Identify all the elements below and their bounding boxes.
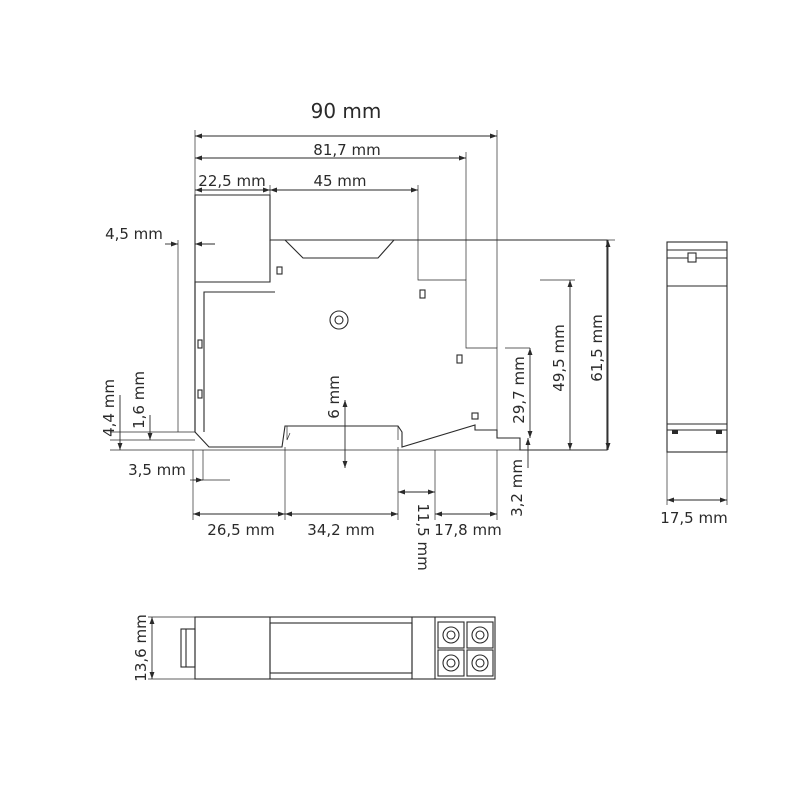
label-45: 45 mm	[313, 172, 366, 190]
side-body	[666, 241, 728, 453]
label-90: 90 mm	[311, 99, 382, 123]
dimension-lines	[117, 133, 611, 517]
label-34-2: 34,2 mm	[307, 521, 374, 539]
extension-lines	[110, 130, 615, 520]
label-4-4: 4,4 mm	[100, 379, 118, 437]
label-49-5: 49,5 mm	[550, 324, 568, 391]
label-1-6: 1,6 mm	[130, 371, 148, 429]
front-view	[194, 190, 608, 451]
bottom-view: 13,6 mm	[132, 614, 496, 682]
side-view: 17,5 mm	[660, 241, 728, 527]
slot-d	[471, 412, 479, 420]
step-45	[417, 190, 498, 430]
screw-icon	[329, 310, 349, 330]
slot-c	[456, 354, 463, 364]
slot-b	[419, 289, 426, 299]
label-4-5: 4,5 mm	[105, 225, 163, 243]
label-29-7: 29,7 mm	[510, 356, 528, 423]
label-26-5: 26,5 mm	[207, 521, 274, 539]
left-inner-edge	[203, 291, 275, 432]
rail-slot-detail	[286, 426, 291, 441]
housing-outline	[194, 194, 608, 451]
left-hook	[194, 240, 271, 432]
label-17-8: 17,8 mm	[434, 521, 501, 539]
label-61-5: 61,5 mm	[588, 314, 606, 381]
label-3-2: 3,2 mm	[508, 459, 526, 517]
label-17-5: 17,5 mm	[660, 509, 727, 527]
label-81-7: 81,7 mm	[313, 141, 380, 159]
bottom-clip	[180, 628, 196, 668]
screw-center	[334, 315, 344, 325]
dimension-labels: 90 mm 81,7 mm 22,5 mm 45 mm 4,5 mm 4,4 m…	[100, 99, 606, 571]
label-6: 6 mm	[325, 375, 343, 419]
label-13-6: 13,6 mm	[132, 614, 150, 681]
slot-a	[276, 266, 283, 275]
top-clip	[284, 239, 395, 259]
label-22-5: 22,5 mm	[198, 172, 265, 190]
label-3-5: 3,5 mm	[128, 461, 186, 479]
label-11-5: 11,5 mm	[414, 503, 432, 570]
slot-f	[197, 389, 203, 399]
slot-e	[197, 339, 203, 349]
terminal-screws	[437, 621, 494, 677]
